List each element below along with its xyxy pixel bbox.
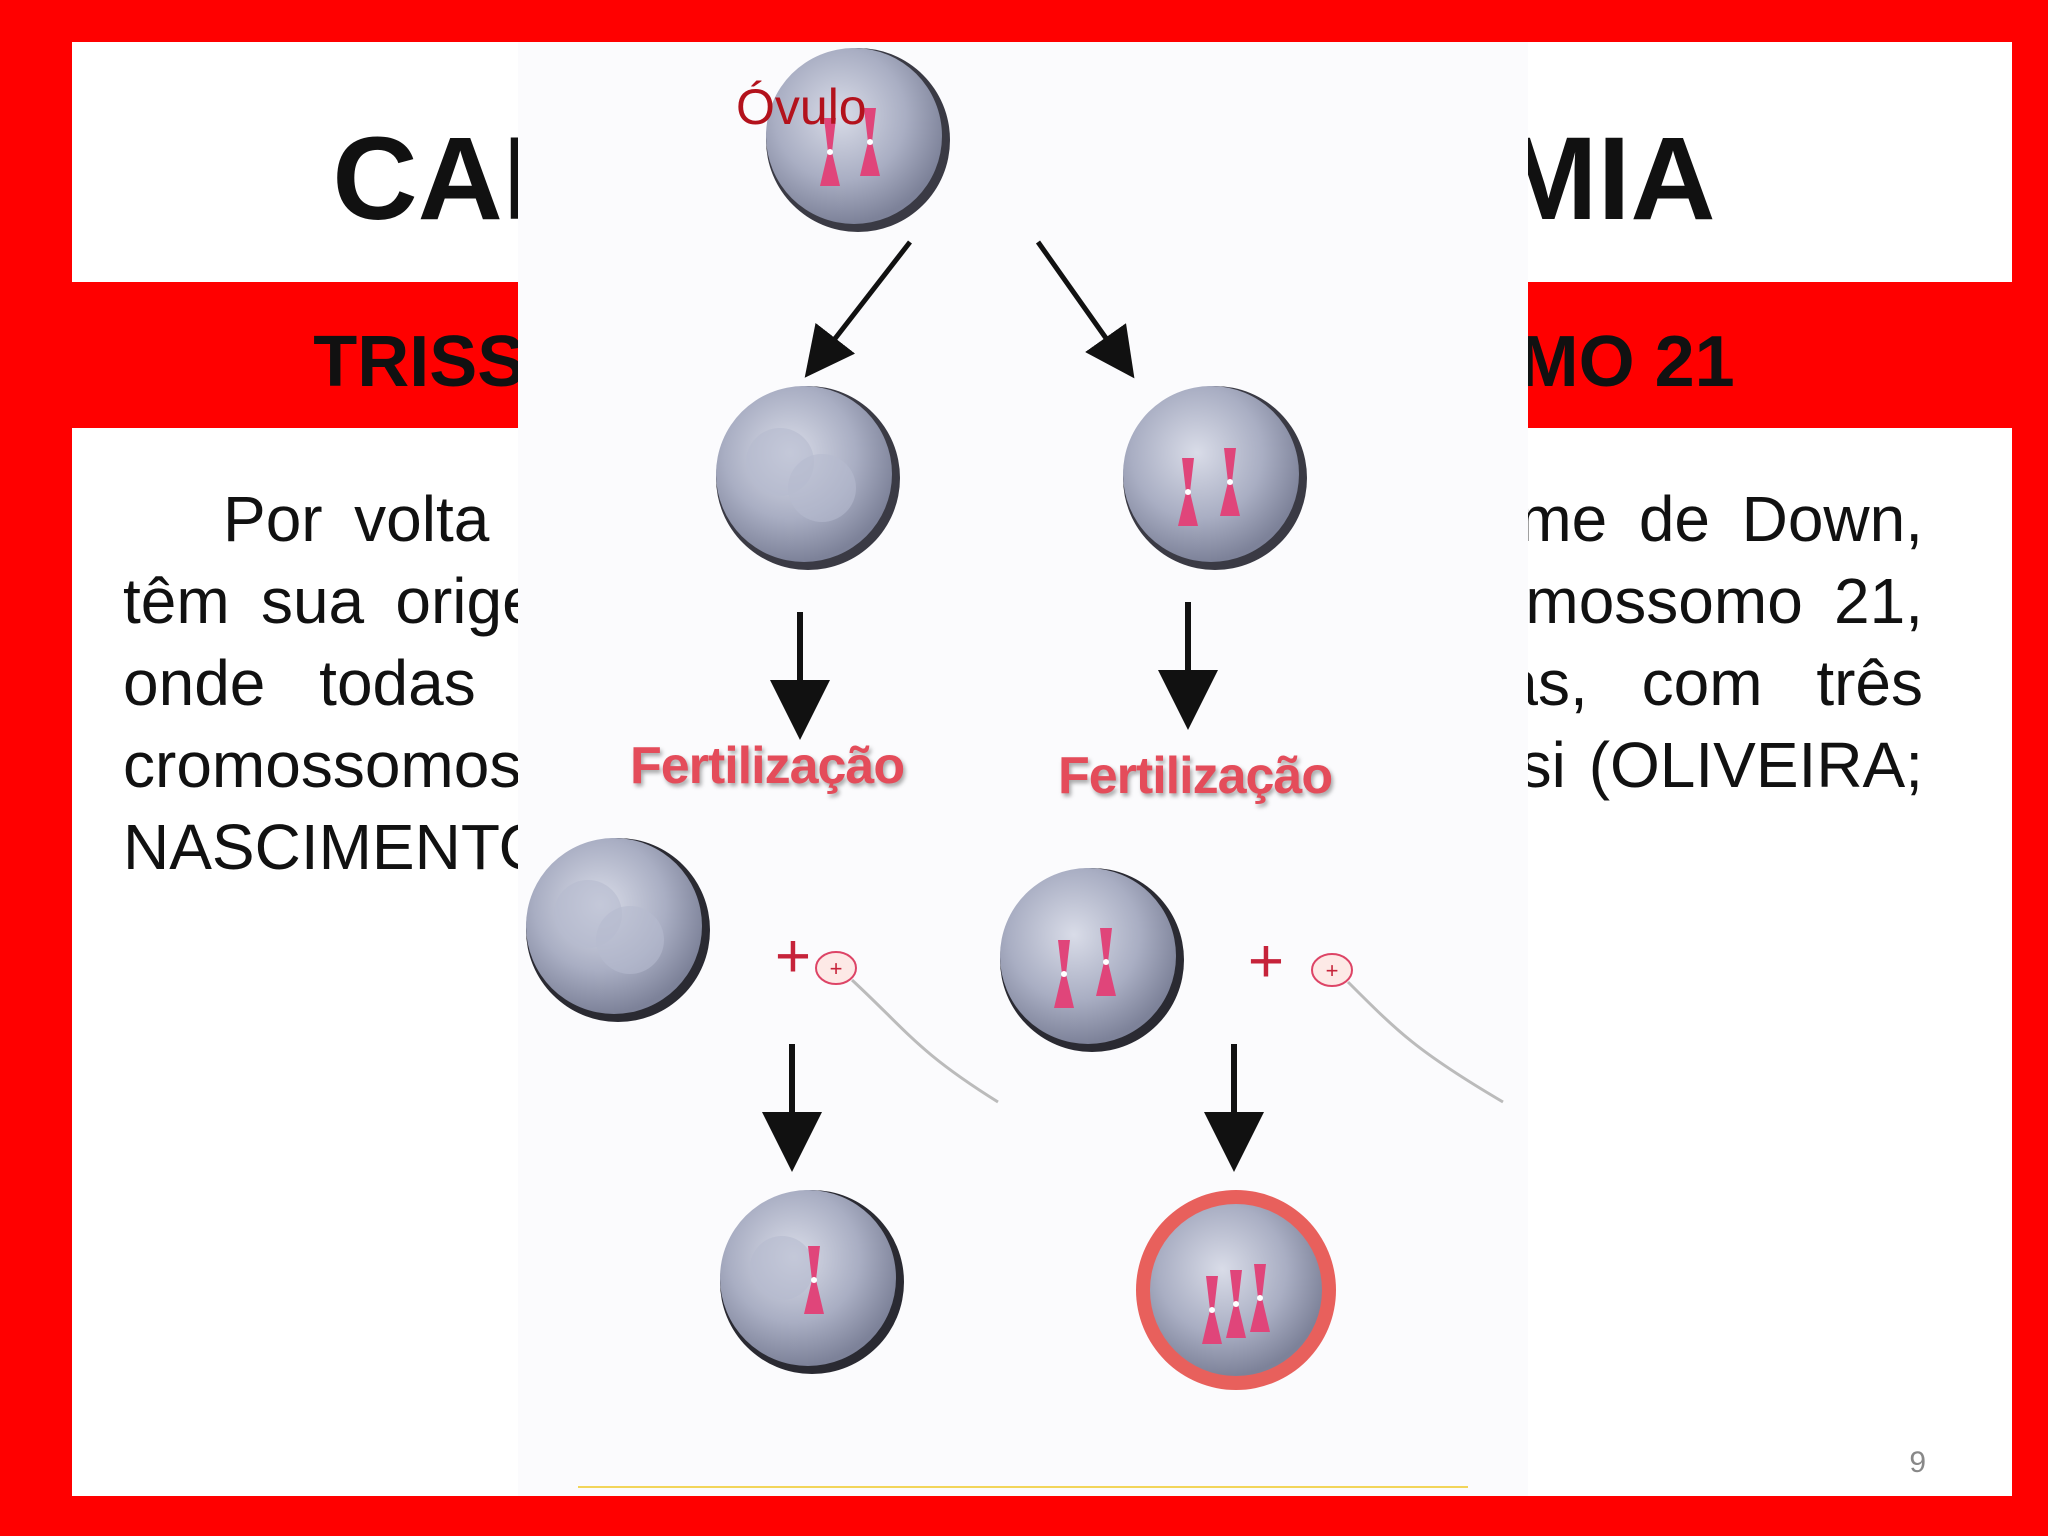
fertilization-label-right: Fertilização (1058, 747, 1333, 805)
page-number: 9 (1909, 1446, 1926, 1479)
fertilization-label-left: Fertilização (630, 737, 905, 795)
sperm-icon: + (815, 951, 999, 1104)
svg-text:+: + (1326, 958, 1339, 983)
gamete-cell-disomic (1123, 386, 1307, 570)
zygote-trisomic (1136, 1190, 1336, 1390)
fertilization-cell-right (1000, 868, 1184, 1052)
arrow-icon (1035, 240, 1135, 379)
egg-label: Óvulo (736, 79, 867, 135)
gamete-cell-empty (716, 386, 900, 570)
arrow-icon (804, 240, 912, 378)
plus-icon: + (1248, 927, 1284, 996)
zygote-monosomic (720, 1190, 904, 1374)
nondisjunction-diagram: + + + + (518, 42, 1528, 1496)
egg-cell (766, 48, 950, 232)
svg-text:+: + (830, 956, 843, 981)
plus-icon: + (775, 922, 811, 991)
diagram-graphic: + + + + (526, 48, 1504, 1390)
sperm-icon: + (1311, 953, 1504, 1104)
footer-divider (578, 1486, 1468, 1488)
fertilization-cell-left (526, 838, 710, 1022)
